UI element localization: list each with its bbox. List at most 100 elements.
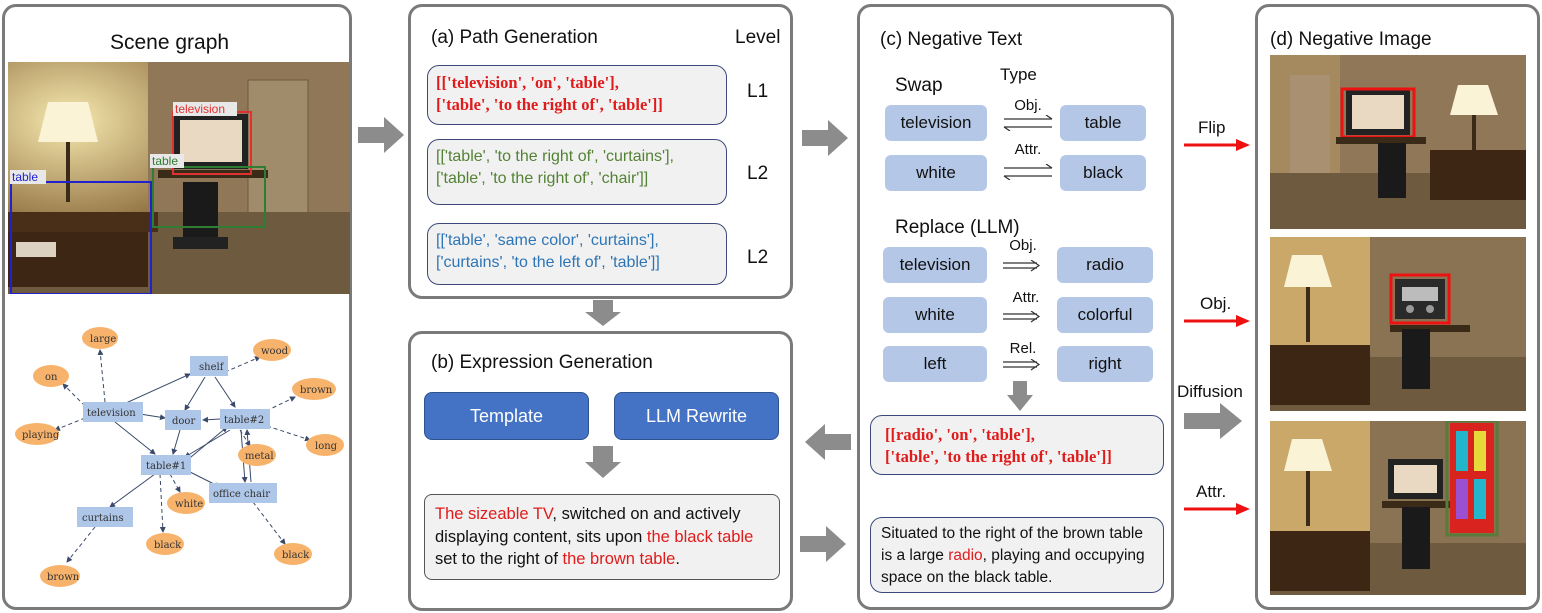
room-image: television table table [8, 62, 350, 294]
swap-left-2: white [885, 155, 987, 191]
node-shelf-label: shelf [199, 362, 225, 373]
swap-right-1: table [1060, 105, 1146, 141]
swap-type-2: Attr. [1014, 141, 1042, 158]
node-black-2-label: black [282, 550, 310, 561]
node-playing-label: playing [22, 430, 60, 441]
arrow-to-expression-text [585, 446, 621, 478]
node-shelf [190, 356, 228, 376]
diffusion-label: Diffusion [1177, 382, 1243, 401]
node-playing [15, 423, 59, 445]
flipped-room-image [1270, 55, 1526, 229]
replace-arrow-1 [1003, 260, 1041, 272]
node-television-label: television [87, 408, 136, 419]
path-3-line1: [['table', 'same color', 'curtains'], [436, 232, 659, 249]
node-brown-1-label: brown [300, 385, 333, 396]
swap-left-1: television [885, 105, 987, 141]
node-television [83, 402, 143, 422]
template-button[interactable]: Template [424, 392, 589, 440]
node-white-label: white [175, 499, 203, 510]
node-white [167, 492, 205, 514]
table-green-bbox [152, 166, 266, 228]
node-door-label: door [172, 416, 195, 427]
path-3-line2: ['curtains', 'to the left of', 'table']] [436, 254, 660, 271]
expression-sentence-box: The sizeable TV, switched on and activel… [424, 494, 780, 580]
replace-right-2: colorful [1057, 297, 1153, 333]
node-brown-1 [292, 378, 336, 400]
path-box-1: [['television', 'on', 'table'], ['table'… [427, 65, 727, 125]
node-brown-2 [40, 565, 80, 587]
node-large [82, 327, 118, 349]
replace-arrow-3 [1003, 359, 1041, 371]
replace-left-1: television [883, 247, 987, 283]
arrow-to-negative-path [1007, 381, 1033, 411]
swap-right-2: black [1060, 155, 1146, 191]
node-brown-2-label: brown [47, 572, 80, 583]
expr-brown-table: the brown table [562, 550, 676, 568]
table-blue-bbox [10, 181, 152, 294]
flip-red-arrow [1184, 139, 1250, 151]
path-generation-title: (a) Path Generation [431, 27, 598, 48]
path-1-line1: [['television', 'on', 'table'], [436, 73, 619, 92]
attr-red-arrow [1184, 503, 1250, 515]
arrow-path-to-expression [585, 300, 621, 326]
node-black-1 [146, 533, 184, 555]
node-black-1-label: black [154, 540, 182, 551]
expr-tv: The sizeable TV [435, 505, 553, 523]
node-metal [238, 444, 276, 466]
diffusion-gray-arrow [1184, 403, 1242, 439]
expr-black-table: the black table [646, 527, 754, 546]
obj-red-arrow [1184, 315, 1250, 327]
neg-sentence-radio: radio [948, 547, 983, 564]
node-door [165, 410, 201, 430]
table-green-box-label: table [152, 154, 178, 168]
arrow-expression-to-negative-sentence [800, 526, 846, 562]
neg-sentence-part1: Situated to the right of the brown table… [881, 525, 1143, 564]
swap-type-1: Obj. [1014, 97, 1042, 114]
path-generation-panel: (a) Path Generation Level [['television'… [408, 4, 793, 299]
llm-rewrite-button[interactable]: LLM Rewrite [614, 392, 779, 440]
node-on-label: on [45, 372, 58, 383]
path-3-level: L2 [747, 247, 769, 268]
level-header: Level [735, 27, 781, 48]
replace-type-3: Rel. [1009, 340, 1037, 357]
negative-text-panel: (c) Negative Text Swap Type television O… [857, 4, 1174, 610]
negative-path-line2: ['table', 'to the right of', 'table']] [885, 447, 1112, 466]
node-long [306, 434, 344, 456]
path-1-level: L1 [747, 81, 769, 102]
node-table1 [141, 455, 191, 475]
television-box-label: television [175, 102, 225, 116]
path-1-line2: ['table', 'to the right of', 'table']] [436, 95, 663, 114]
swap-label: Swap [895, 75, 943, 96]
replace-arrow-2 [1003, 311, 1041, 323]
node-wood [253, 339, 291, 361]
expr-part4: set to the right of [435, 550, 563, 568]
arrow-path-to-negative-text [802, 120, 848, 156]
object-edited-room-image [1270, 237, 1526, 411]
negative-image-panel: (d) Negative Image [1255, 4, 1540, 610]
replace-right-3: right [1057, 346, 1153, 382]
replace-label: Replace (LLM) [895, 217, 1020, 238]
replace-type-2: Attr. [1012, 289, 1040, 306]
path-box-3: [['table', 'same color', 'curtains'], ['… [427, 223, 727, 285]
obj-label: Obj. [1200, 294, 1232, 313]
node-office-chair-label: office chair [213, 489, 270, 500]
node-metal-label: metal [245, 451, 274, 462]
path-2-line2: ['table', 'to the right of', 'chair']] [436, 170, 649, 187]
swap-arrows-1 [1003, 115, 1053, 131]
expr-part2: , switched on and actively displaying co… [435, 505, 741, 546]
replace-left-3: left [883, 346, 987, 382]
scene-photo: television table table [8, 62, 350, 294]
swap-arrows-2 [1003, 164, 1053, 180]
node-table1-label: table#1 [146, 461, 186, 472]
path-2-level: L2 [747, 163, 769, 184]
negative-path-line1: [[radio', 'on', 'table'], [885, 425, 1035, 444]
expression-generation-panel: (b) Expression Generation Template LLM R… [408, 331, 793, 611]
node-long-label: long [315, 441, 338, 452]
arrow-negative-text-to-expression [805, 424, 851, 460]
node-table2 [220, 409, 270, 429]
node-large-label: large [90, 334, 116, 345]
attr-label: Attr. [1196, 482, 1227, 501]
replace-type-1: Obj. [1009, 237, 1037, 254]
attribute-edited-room-image [1270, 421, 1526, 595]
node-wood-label: wood [261, 346, 289, 357]
